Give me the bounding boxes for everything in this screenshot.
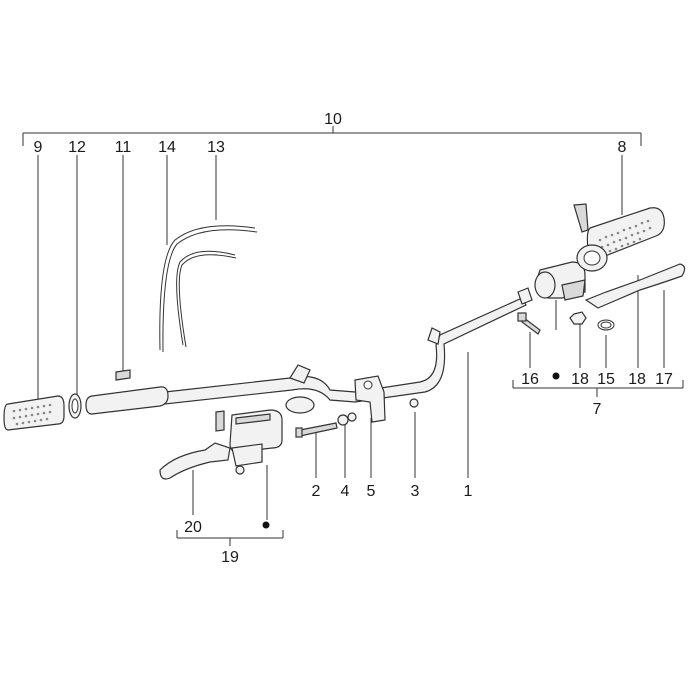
clamp-bracket <box>354 375 386 423</box>
label-5: 5 <box>367 483 376 500</box>
screw-top <box>573 203 589 233</box>
throttle-tube <box>85 386 169 415</box>
master-cylinder <box>215 409 283 475</box>
group-bracket-19 <box>176 530 284 546</box>
cables <box>159 225 258 353</box>
label-9: 9 <box>34 139 43 156</box>
label-10: 10 <box>324 111 342 128</box>
bolt-right <box>517 312 541 335</box>
label-7: 7 <box>593 401 602 418</box>
label-12: 12 <box>68 139 86 156</box>
label-3: 3 <box>411 483 420 500</box>
leader-lines <box>37 155 665 520</box>
label-19: 19 <box>221 549 239 566</box>
bolt-long <box>295 422 338 438</box>
nut-and-spring <box>569 311 615 331</box>
right-grip <box>586 207 665 260</box>
label-18a: 18 <box>571 371 589 388</box>
part-labels: 10 9 12 11 14 13 8 2 4 5 3 1 16 18 15 18… <box>34 111 673 566</box>
screw <box>115 369 131 381</box>
label-14: 14 <box>158 139 176 156</box>
right-clamp <box>534 261 586 301</box>
ring-right <box>576 244 608 272</box>
washers <box>337 398 419 426</box>
label-1: 1 <box>464 483 473 500</box>
handlebar-tube <box>164 287 533 414</box>
label-11: 11 <box>115 139 132 156</box>
reference-dots <box>262 372 560 529</box>
right-brake-lever <box>584 263 686 309</box>
label-17: 17 <box>655 371 673 388</box>
label-13: 13 <box>207 139 225 156</box>
label-15: 15 <box>597 371 615 388</box>
label-4: 4 <box>341 483 350 500</box>
group-bracket-10 <box>22 126 642 146</box>
label-18b: 18 <box>628 371 646 388</box>
left-brake-lever <box>159 442 231 480</box>
left-grip <box>3 395 65 431</box>
label-2: 2 <box>312 483 321 500</box>
ring <box>68 393 82 419</box>
label-8: 8 <box>618 139 627 156</box>
label-20: 20 <box>184 519 202 536</box>
group-bracket-7 <box>512 380 684 397</box>
label-16: 16 <box>521 371 539 388</box>
